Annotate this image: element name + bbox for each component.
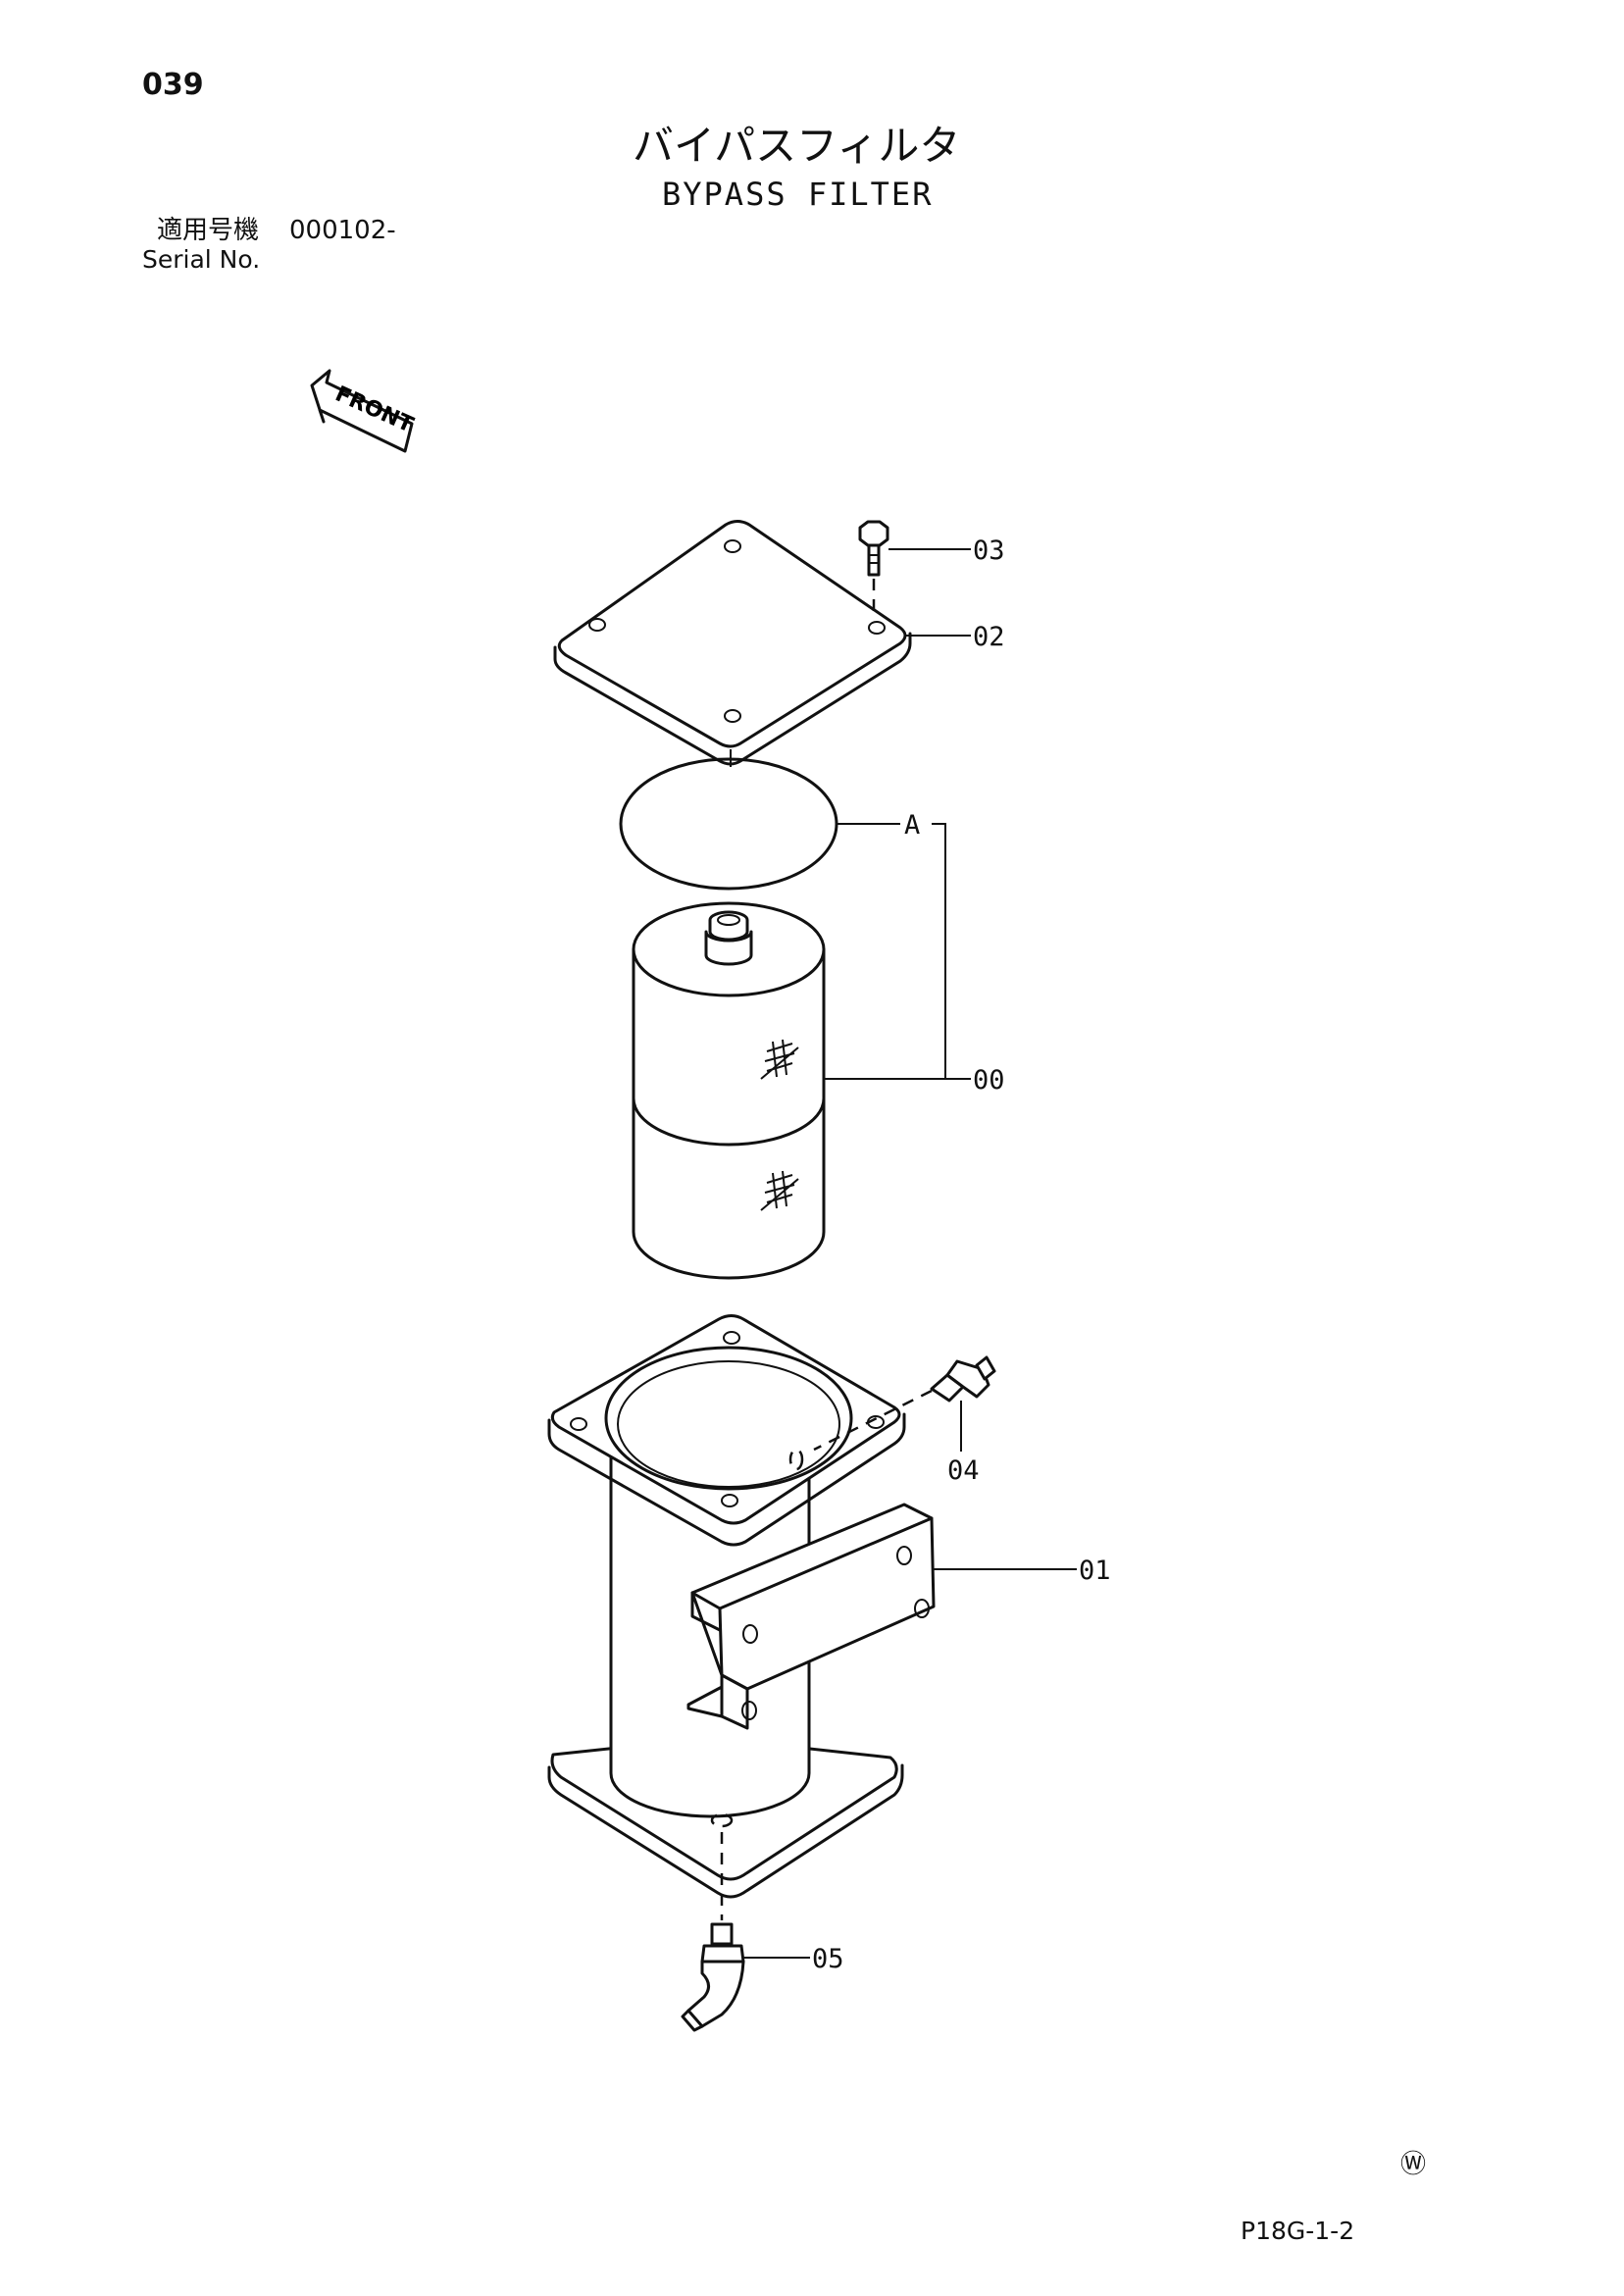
title-english: BYPASS FILTER xyxy=(662,176,934,213)
part-04-fitting xyxy=(813,1355,996,1452)
filter-mesh-icon xyxy=(760,1039,799,1211)
page-number: 039 xyxy=(142,68,204,102)
callout-03: 03 xyxy=(973,536,1005,566)
serial-value: 000102- xyxy=(289,216,396,245)
serial-label-english: Serial No. xyxy=(142,245,261,274)
callout-02: 02 xyxy=(973,622,1005,652)
callout-05: 05 xyxy=(812,1944,844,1974)
callout-04: 04 xyxy=(947,1455,980,1486)
title-japanese: バイパスフィルタ xyxy=(633,122,961,170)
front-arrow-icon: FRONT xyxy=(310,369,417,453)
callout-00: 00 xyxy=(973,1065,1005,1096)
part-02-cover-plate xyxy=(553,520,912,767)
part-01-housing xyxy=(547,1314,936,1899)
footer-mark: Ⓦ xyxy=(1400,2150,1427,2179)
part-00-filter-element xyxy=(632,901,826,1280)
part-05-elbow-fitting xyxy=(681,1832,745,2032)
part-03-bolt xyxy=(858,520,889,620)
part-a-gasket xyxy=(619,757,838,891)
callout-01: 01 xyxy=(1079,1556,1111,1586)
callout-a: A xyxy=(904,810,921,841)
serial-label-japanese: 適用号機 xyxy=(157,216,260,245)
front-arrow-label: FRONT xyxy=(331,382,417,437)
drawing-number: P18G-1-2 xyxy=(1241,2217,1355,2245)
leader-lines xyxy=(743,548,1077,1959)
